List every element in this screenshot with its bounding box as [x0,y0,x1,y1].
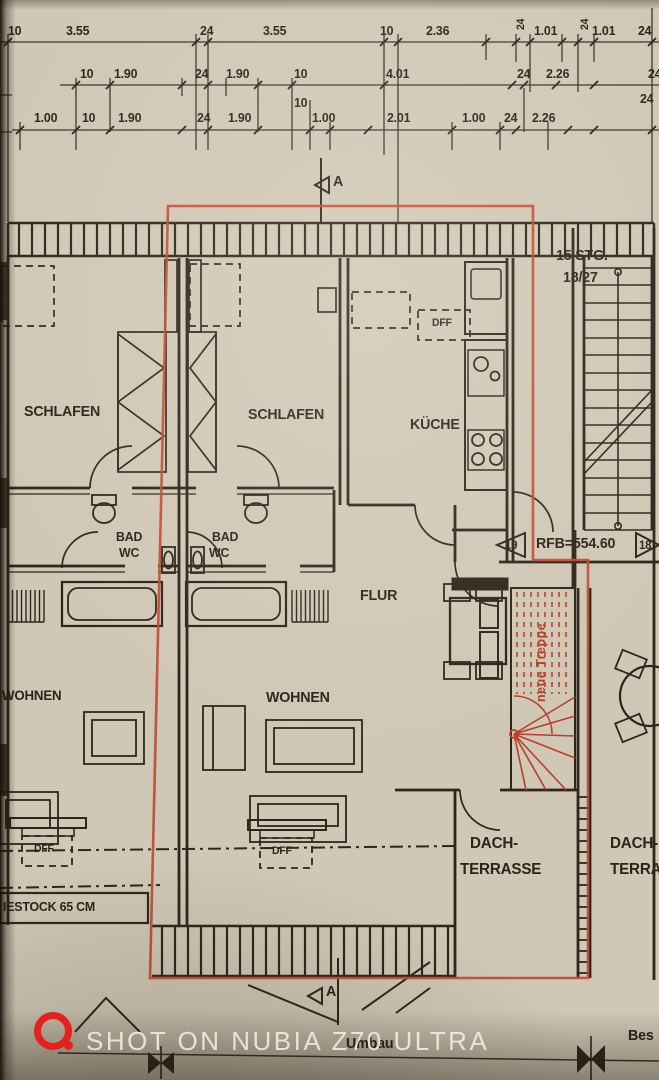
dff-label-left: DFF [34,843,54,855]
dim-label: 24 [579,18,591,30]
dim-label: 24 [640,91,654,106]
roof-lines [0,845,459,925]
camera-logo-dot-icon [64,1041,73,1050]
dim-label: 10 [294,95,308,110]
dim-label: 1.90 [226,66,250,81]
level-pos-right: 18 [639,538,652,552]
dim-label: 10 [8,23,22,38]
room-label-wohnen-left: WOHNEN [2,687,62,703]
dim-label: 1.01 [592,23,616,38]
dim-label: 24 [515,18,527,30]
dim-label: 2.26 [532,110,556,125]
dim-label: 2.01 [387,110,411,125]
walls [6,228,659,980]
bestand-label: Bes [628,1027,654,1044]
level-label: RFB=554.60 [536,535,616,552]
kniestock-label: IESTOCK 65 CM [3,899,96,914]
room-label-schlafen-mid: SCHLAFEN [248,406,325,423]
wall-inner-lines [8,493,334,573]
level-marker-icon [494,531,659,559]
watermark-text: SHOT ON NUBIA Z70 ULTRA [86,1026,490,1056]
door-arcs [61,445,554,831]
roof-windows [9,309,471,869]
new-stair-red [509,587,576,791]
closets [1,259,411,473]
room-label-kueche: KÜCHE [410,416,460,433]
room-label-flur: FLUR [360,587,398,604]
dim-label: 2.26 [546,66,570,81]
room-label-schlafen-left: SCHLAFEN [24,403,101,420]
round-table [614,648,659,744]
dim-label: 3.55 [66,23,90,38]
dim-label: 1.90 [118,110,142,125]
dim-label: 1.00 [462,110,486,125]
dim-label: 3.55 [263,23,287,38]
terrace-divider-hatch [579,792,589,976]
room-label-terrasse-mid: TERRASSE [460,861,542,878]
dining-set [443,577,509,680]
survey-marker-icon [57,1036,659,1080]
dim-label: 1.01 [534,23,558,38]
room-label-wc-mid: WC [209,545,230,560]
dim-label: 1.90 [228,110,252,125]
room-label-dach-mid: DACH- [470,835,519,852]
left-edge-piers [0,262,9,796]
dim-label: 10 [80,66,94,81]
section-arrow-icon [74,158,431,1033]
stair-rise-label: 18/27 [563,269,598,286]
dim-label: 24 [648,66,659,81]
room-label-terrasse-right: TERRASSE [610,861,659,878]
umbau-label: Umbau [346,1035,394,1052]
dimension-ticks [3,37,657,135]
stair-steps-label: 15 STG. [556,247,608,264]
level-pos-left: 19 [505,538,518,552]
dim-label: 10 [380,23,394,38]
dimension-lines [0,8,659,222]
neue-treppe-label: neue Treppe [534,622,548,702]
room-label-wohnen-mid: WOHNEN [266,689,330,706]
stair-treads [583,267,653,531]
living-furniture [0,705,363,845]
dim-label: 24 [638,23,652,38]
room-label-bad-mid: BAD [212,529,239,544]
dim-label: 10 [294,66,308,81]
room-label-bad-left: BAD [116,529,143,544]
dim-label: 4.01 [386,66,410,81]
room-label-dach-right: DACH- [610,835,659,852]
apartment-highlight [148,204,590,980]
kitchen-fixtures [464,261,508,491]
dim-label: 1.00 [34,110,58,125]
dim-label: 1.00 [312,110,336,125]
dim-label: 24 [195,66,209,81]
bath-fixtures [60,494,288,628]
dff-label-mid: DFF [272,845,292,857]
dim-label: 1.90 [114,66,138,81]
dim-label: 24 [200,23,214,38]
section-label-bottom: A [326,983,337,1000]
radiators [7,590,329,623]
dff-label-top: DFF [432,317,452,329]
dim-label: 10 [82,110,96,125]
hatched-walls [6,221,656,978]
dim-label: 24 [504,110,518,125]
dim-label: 24 [517,66,531,81]
dim-label: 2.36 [426,23,450,38]
room-label-wc-left: WC [119,545,140,560]
camera-logo-icon [34,1012,72,1050]
section-label-top: A [333,173,344,190]
dim-label: 24 [197,110,211,125]
